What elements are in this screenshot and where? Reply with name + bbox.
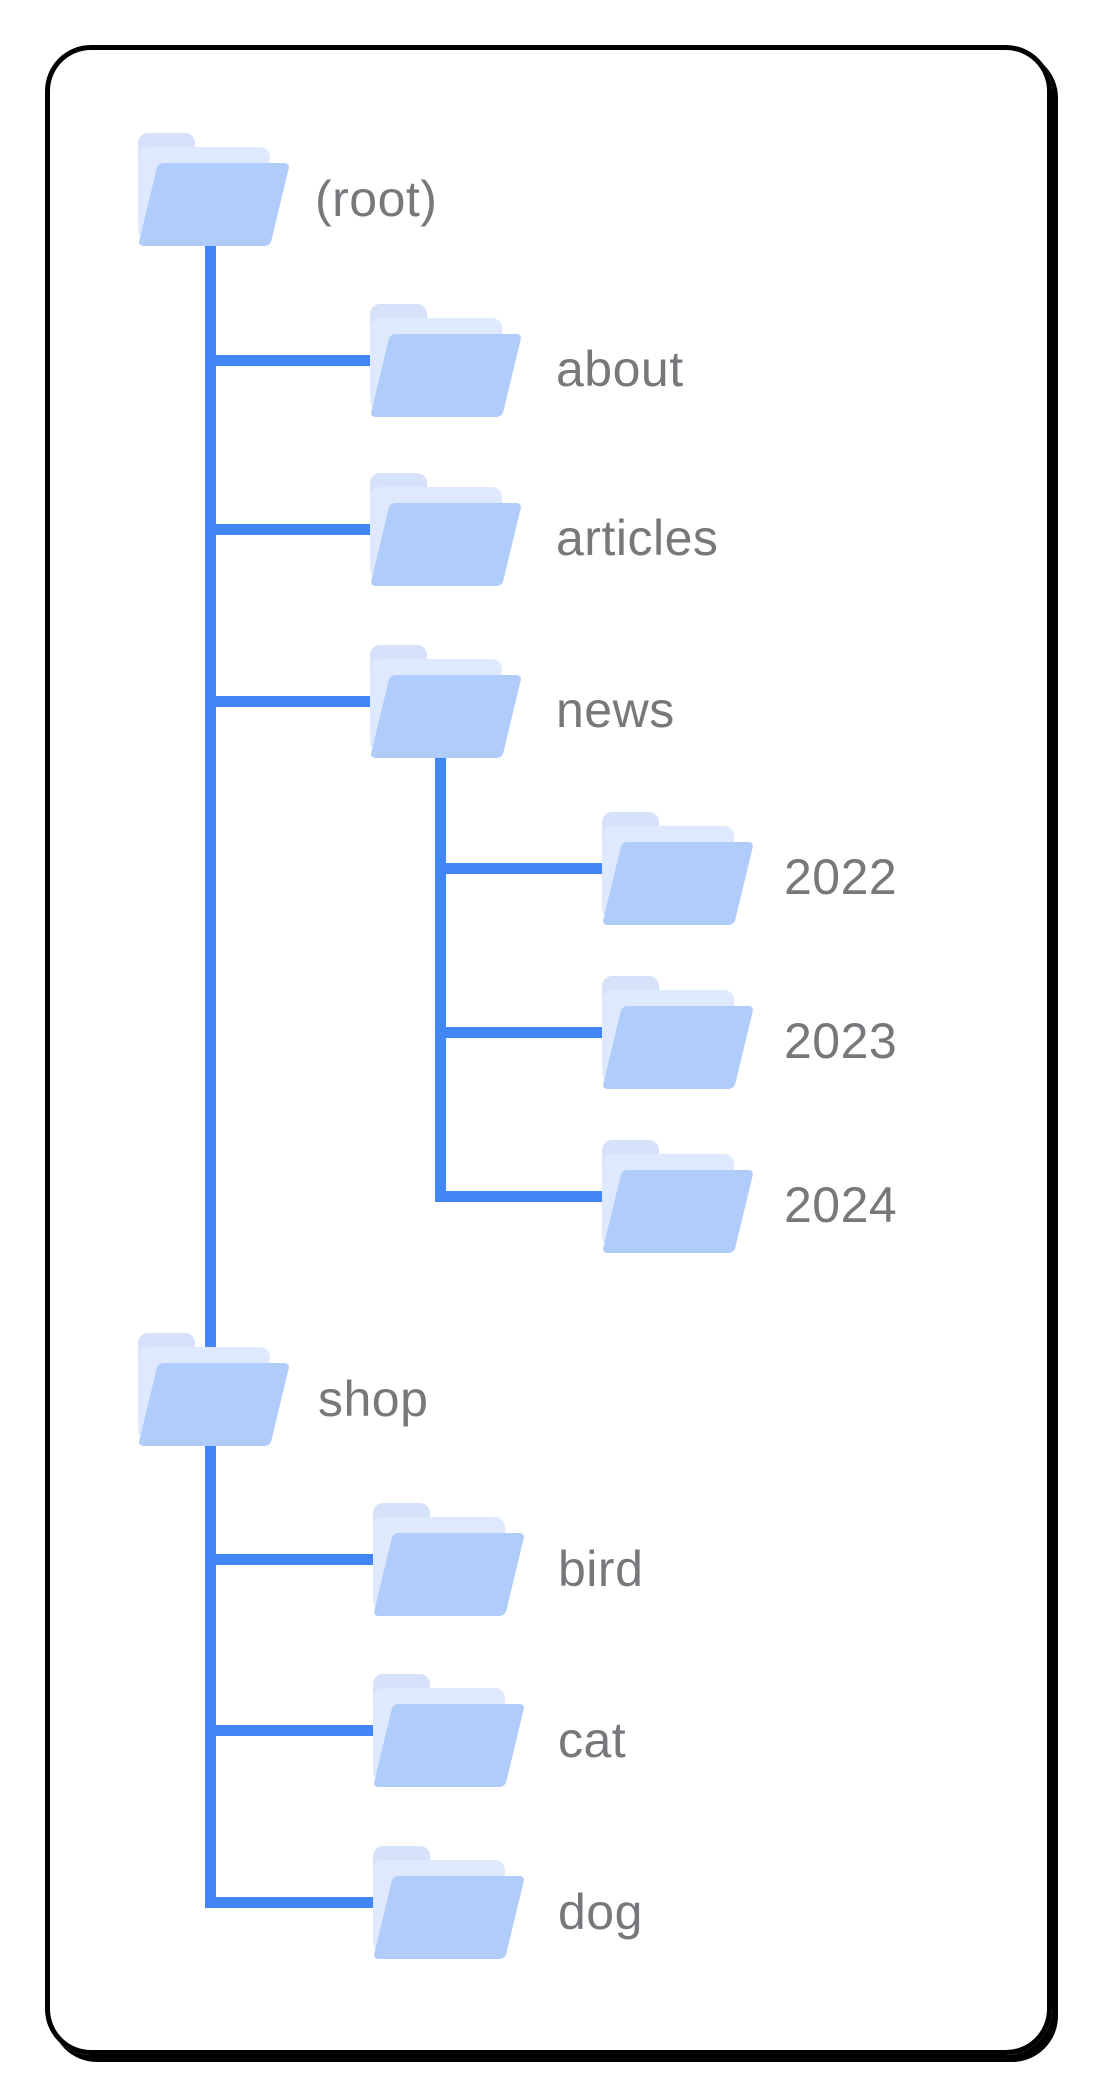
node-bird [373,1503,525,1616]
folder-icon [373,1846,524,1959]
label-articles: articles [556,510,719,566]
folder-icon [370,645,521,758]
label-2024: 2024 [784,1177,898,1233]
connector-branch-articles [205,524,385,535]
node-2022 [602,812,754,925]
folder-icon [602,976,753,1089]
label-shop: shop [318,1371,429,1427]
node-2024 [602,1140,754,1253]
label-news: news [556,682,675,738]
connector-branch-about [205,355,385,366]
node-news [370,645,522,758]
label-2023: 2023 [784,1013,898,1069]
connector-branch-news [205,696,385,707]
connector-branch-bird [205,1554,388,1565]
node-dog [373,1846,525,1959]
folder-icon [373,1503,524,1616]
card-outline [45,45,1052,2055]
folder-icon [602,1140,753,1253]
connector-branch-2022 [435,863,617,874]
connector-trunk-news [435,750,446,1202]
label-2022: 2022 [784,849,898,905]
node-2023 [602,976,754,1089]
connector-branch-2023 [435,1027,617,1038]
node-cat [373,1674,525,1787]
node-articles [370,473,522,586]
folder-icon [370,473,521,586]
label-cat: cat [558,1712,627,1768]
connector-branch-cat [205,1725,388,1736]
label-dog: dog [558,1884,643,1940]
connector-trunk-root [205,240,216,1908]
folder-icon [138,133,289,246]
folder-icon [370,304,521,417]
node-shop [138,1333,290,1446]
folder-icon [602,812,753,925]
folder-icon [138,1333,289,1446]
connector-branch-dog [205,1897,388,1908]
label-about: about [556,341,684,397]
node-about [370,304,522,417]
label-bird: bird [558,1541,644,1597]
node-root [138,133,290,246]
folder-icon [373,1674,524,1787]
connector-branch-2024 [435,1191,617,1202]
label-root: (root) [315,171,438,227]
